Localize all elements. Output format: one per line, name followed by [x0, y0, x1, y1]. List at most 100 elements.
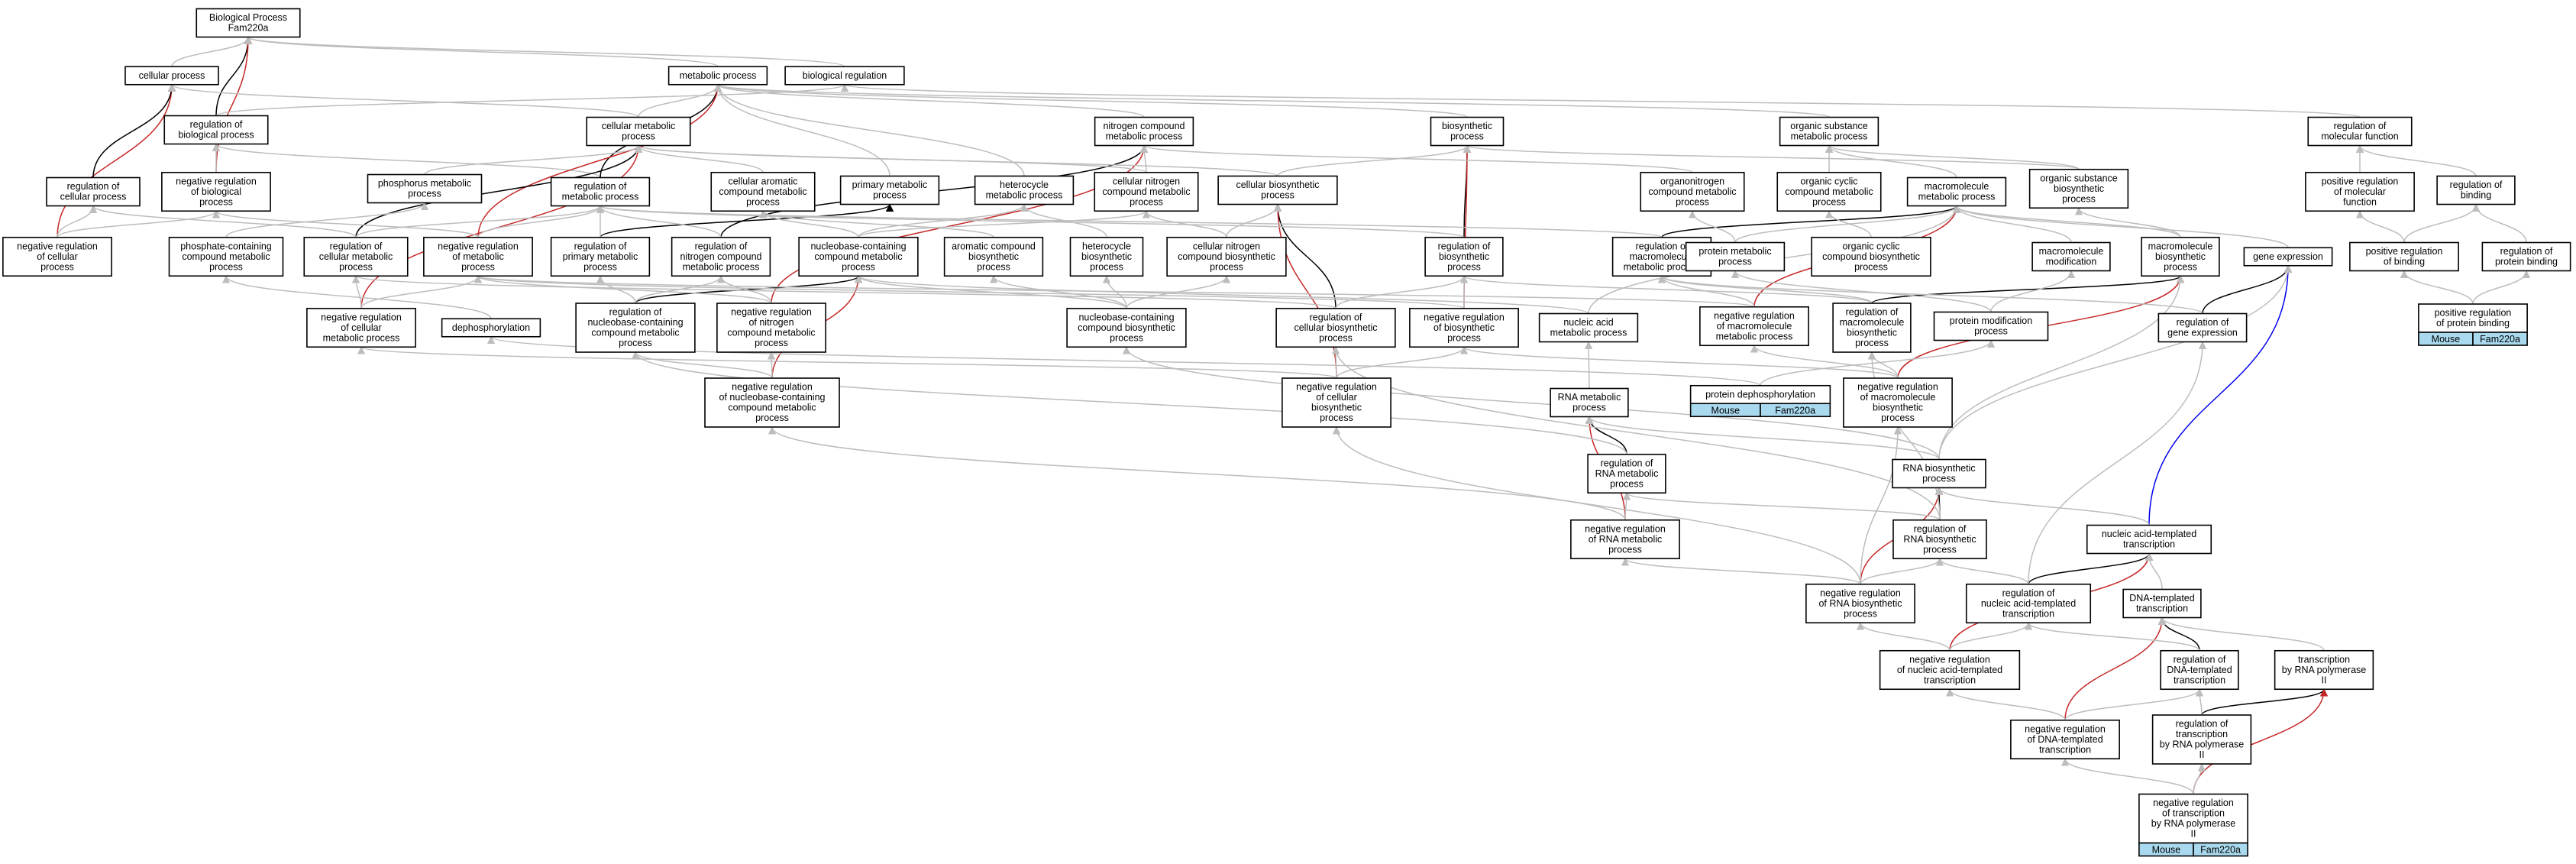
go-term-box — [303, 236, 409, 277]
go-term-label-line: binding — [2461, 190, 2491, 201]
go-term-label-line: of nitrogen — [748, 317, 793, 328]
relation-edge-part-of — [2202, 264, 2293, 314]
go-term-node[interactable]: gene expression — [2243, 247, 2333, 267]
go-term-label-line: process — [461, 261, 495, 272]
relation-edge-is-a — [1140, 144, 1693, 173]
relation-edge-is-a — [2157, 616, 2325, 652]
go-term-node[interactable]: metabolic process — [667, 66, 768, 86]
go-term-node[interactable]: cellular process — [124, 66, 219, 86]
go-term-label-line: of nucleobase-containing — [719, 392, 826, 403]
go-term-label-line: process — [40, 261, 74, 272]
go-term-box — [2307, 116, 2413, 147]
relation-edge-is-a — [2074, 207, 2181, 238]
go-term-label-line: organic substance — [2040, 173, 2118, 183]
go-term-box — [710, 171, 816, 212]
go-term-label-line: of metabolic — [452, 251, 503, 262]
go-term-node[interactable]: dephosphorylation — [441, 318, 541, 338]
relation-edge-is-a — [1657, 275, 1873, 304]
go-term-label-line: transcription — [2002, 608, 2054, 619]
go-term-node[interactable]: biological regulation — [784, 66, 905, 86]
go-term-box — [2157, 312, 2248, 343]
go-term-box — [161, 171, 271, 212]
go-term-label-line: process — [1610, 478, 1644, 489]
